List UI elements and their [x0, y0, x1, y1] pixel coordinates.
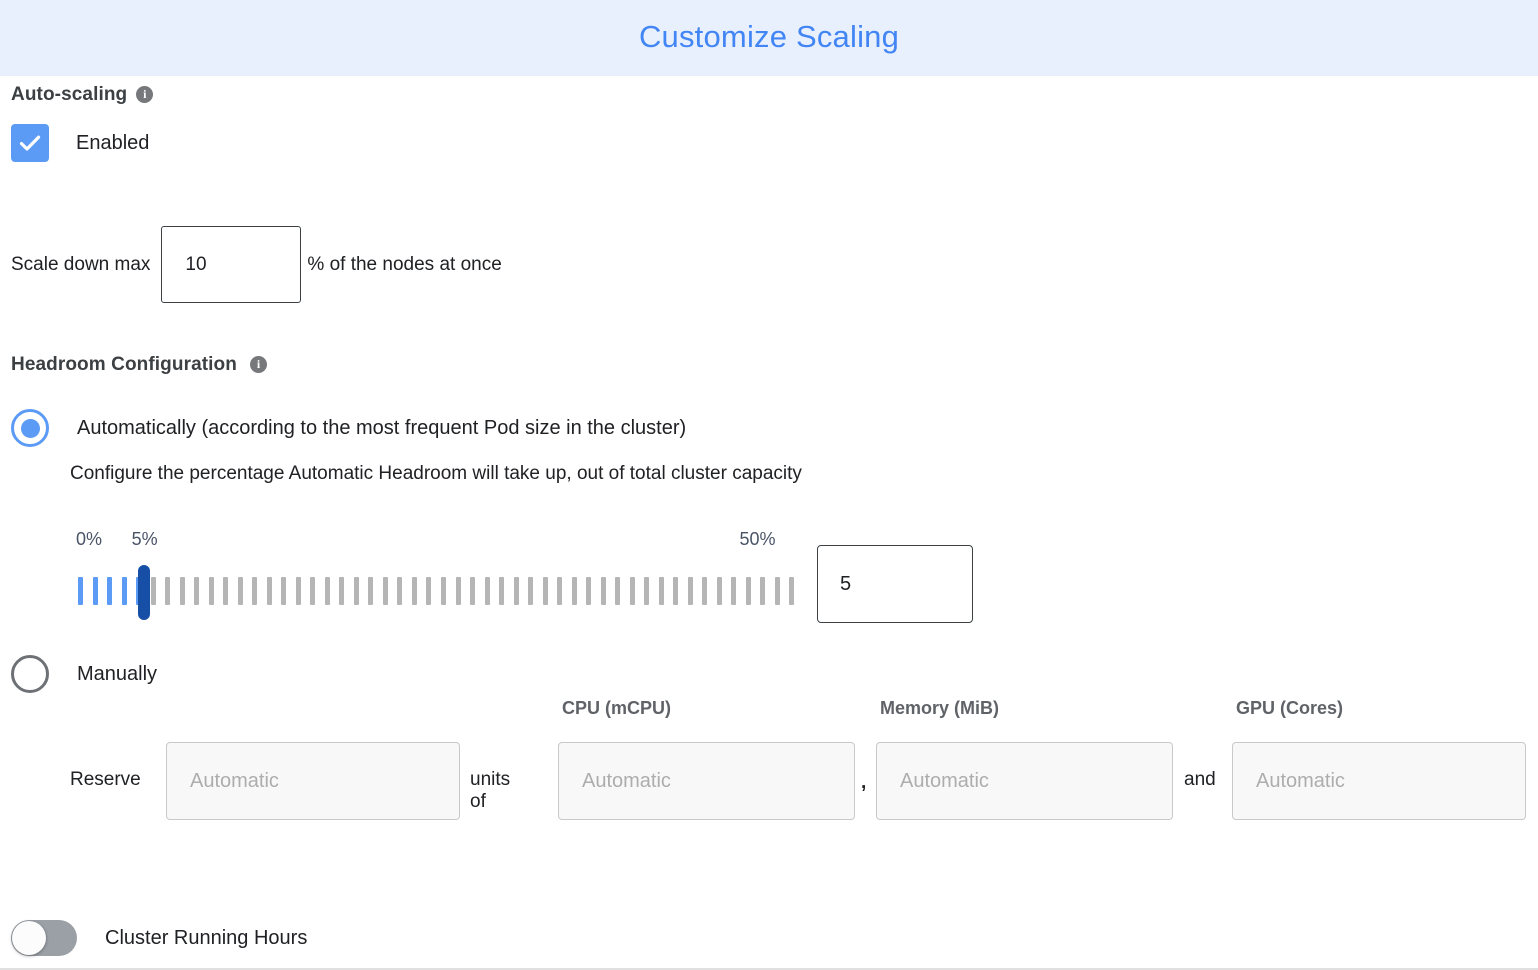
check-icon — [19, 135, 41, 151]
slider-tick — [194, 577, 200, 605]
slider-tick — [107, 577, 113, 605]
scale-down-max-label: Scale down max — [11, 253, 151, 275]
slider-tick — [455, 577, 461, 605]
slider-tick — [600, 577, 606, 605]
slider-tick — [484, 577, 490, 605]
auto-scaling-label-text: Auto-scaling — [11, 84, 128, 105]
slider-tick — [702, 577, 708, 605]
headroom-configuration-label-text: Headroom Configuration — [11, 354, 237, 375]
scale-down-max-row: Scale down max 10 % of the nodes at once — [11, 226, 502, 303]
scale-down-max-input[interactable]: 10 — [161, 226, 302, 303]
auto-scaling-enabled-checkbox[interactable] — [11, 124, 49, 162]
slider-tick — [571, 577, 577, 605]
slider-tick — [324, 577, 330, 605]
slider-tick — [281, 577, 287, 605]
headroom-option-automatically[interactable]: Automatically (according to the most fre… — [11, 409, 686, 447]
slider-tick — [441, 577, 446, 605]
radio-automatically-label: Automatically (according to the most fre… — [77, 416, 687, 439]
column-header-cpu: CPU (mCPU) — [562, 698, 672, 718]
slider-tick — [310, 577, 316, 605]
scale-down-max-suffix: % of the nodes at once — [307, 253, 502, 275]
radio-manually[interactable] — [11, 655, 49, 693]
headroom-description: Configure the percentage Automatic Headr… — [70, 463, 802, 484]
slider-thumb[interactable] — [137, 565, 150, 620]
slider-tick — [470, 577, 476, 605]
slider-tick — [760, 577, 766, 605]
slider-tick — [92, 577, 98, 605]
slider-tick — [542, 577, 548, 605]
slider-tick — [237, 577, 243, 605]
slider-tick — [658, 577, 664, 605]
slider-tick — [208, 577, 214, 605]
slider-tick — [252, 577, 258, 605]
slider-tick — [353, 577, 359, 605]
slider-tick — [411, 577, 417, 605]
slider-tick — [731, 577, 737, 605]
slider-tick — [644, 577, 650, 605]
units-of-label: units of — [470, 769, 511, 812]
cluster-running-hours-label: Cluster Running Hours — [105, 926, 308, 949]
slider-value-label: 5% — [131, 529, 158, 549]
slider-max-label: 50% — [739, 529, 776, 549]
info-icon[interactable]: i — [249, 355, 267, 373]
slider-tick — [295, 577, 301, 605]
slider-tick — [121, 577, 127, 605]
column-header-gpu: GPU (Cores) — [1236, 698, 1344, 718]
slider-tick — [586, 577, 592, 605]
slider-tick — [78, 577, 83, 605]
slider-tick — [673, 577, 679, 605]
slider-tick — [397, 577, 403, 605]
slider-tick — [223, 577, 229, 605]
slider-tick — [745, 577, 751, 605]
reserve-gpu-input[interactable]: Automatic — [1232, 742, 1526, 820]
slider-tick — [716, 577, 722, 605]
slider-tick — [339, 577, 345, 605]
slider-tick — [499, 577, 505, 605]
slider-tick — [513, 577, 519, 605]
headroom-option-manually[interactable]: Manually — [11, 655, 157, 693]
slider-tick — [368, 577, 374, 605]
cluster-running-hours-row[interactable]: Cluster Running Hours — [11, 920, 307, 956]
bottom-divider — [0, 968, 1538, 970]
page-title: Customize Scaling — [638, 18, 900, 54]
slider-tick — [774, 577, 780, 605]
slider-tick — [528, 577, 534, 605]
radio-manually-label: Manually — [77, 662, 158, 685]
slider-min-label: 0% — [76, 529, 103, 549]
slider-tick — [687, 577, 693, 605]
slider-tick — [615, 577, 621, 605]
auto-scaling-enabled-row[interactable]: Enabled — [11, 124, 149, 162]
slider-tick — [266, 577, 272, 605]
headroom-percentage-input[interactable]: 5 — [817, 545, 973, 623]
slider-tick — [165, 577, 171, 605]
slider-tick — [150, 577, 156, 605]
slider-tick — [557, 577, 563, 605]
panel-header: Customize Scaling — [0, 0, 1538, 76]
toggle-knob — [12, 921, 46, 955]
slider-tick — [426, 577, 432, 605]
headroom-configuration-section-label: Headroom Configuration i — [11, 354, 267, 376]
reserve-memory-input[interactable]: Automatic — [876, 742, 1173, 820]
cluster-running-hours-toggle[interactable] — [11, 920, 77, 956]
reserve-label: Reserve — [70, 769, 141, 790]
reserve-units-input[interactable]: Automatic — [166, 742, 460, 820]
slider-track[interactable] — [0, 565, 1000, 620]
info-icon[interactable]: i — [136, 85, 154, 103]
column-header-memory: Memory (MiB) — [880, 698, 1000, 718]
slider-tick — [789, 577, 795, 605]
auto-scaling-enabled-label: Enabled — [76, 131, 150, 154]
auto-scaling-section-label: Auto-scaling i — [11, 84, 154, 106]
comma-separator: , — [861, 772, 867, 793]
radio-automatically[interactable] — [11, 409, 49, 447]
and-label: and — [1184, 769, 1216, 790]
reserve-cpu-input[interactable]: Automatic — [558, 742, 855, 820]
slider-tick — [179, 577, 185, 605]
slider-tick — [382, 577, 388, 605]
slider-tick — [629, 577, 635, 605]
headroom-percentage-slider[interactable]: 0% 5% 50% — [0, 530, 1000, 640]
